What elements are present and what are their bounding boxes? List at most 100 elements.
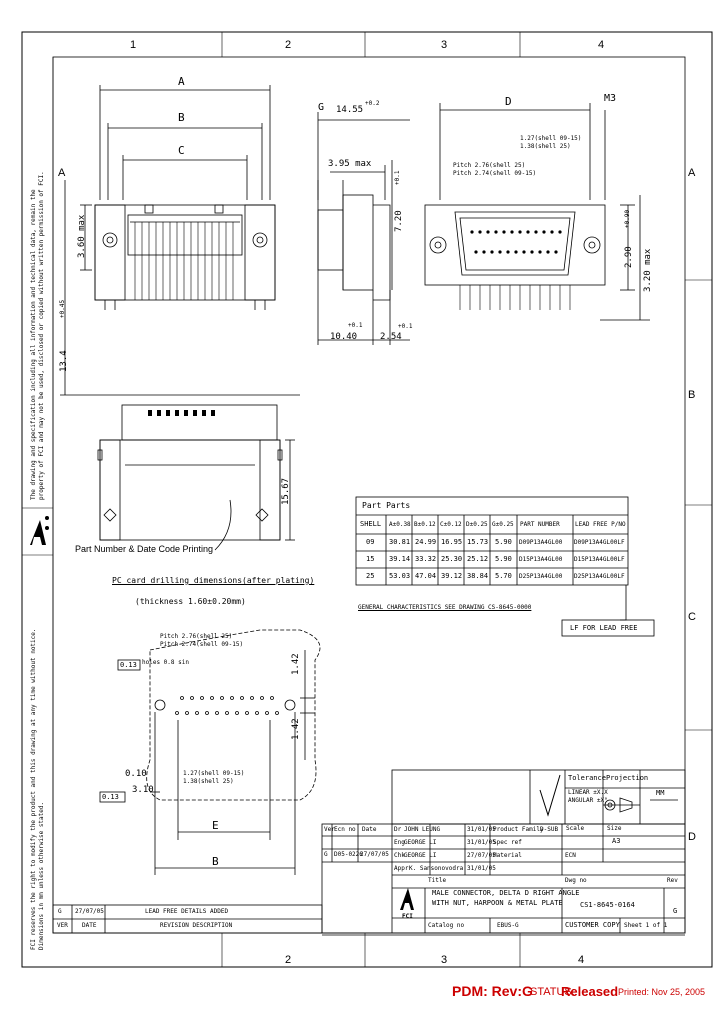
- pitch-label-3b: Pitch 2.74(shell 09-15): [160, 641, 244, 648]
- tb-drawn-label: Dr: [394, 826, 402, 833]
- pt-r3-c4: 38.84: [467, 572, 489, 580]
- tb-rev-label: Rev: [667, 877, 678, 884]
- pt-r1-c6: D09P13A4GL00: [519, 539, 563, 546]
- dim-a: A: [178, 75, 185, 88]
- tb-material-label: Material: [493, 852, 522, 859]
- tb-title-label: Title: [428, 877, 447, 884]
- dim-13-4: 13.4: [59, 350, 69, 372]
- tb-sheet-of: Sheet 1 of 1: [624, 922, 668, 929]
- top-view: [97, 404, 295, 551]
- printing-label: Part Number & Date Code Printing: [75, 544, 214, 554]
- pt-r3-c5: 5.70: [495, 572, 512, 580]
- pdm-revision: PDM: Rev:G: [452, 983, 533, 999]
- rev-header-ver: VER: [57, 922, 68, 929]
- pc-thickness: (thickness 1.60±0.20mm): [135, 597, 246, 606]
- pt-r2-c6: D15P13A4GL00: [519, 556, 563, 563]
- part-table-title: Part Parts: [362, 501, 411, 510]
- grid-col-3-bottom: 3: [441, 954, 448, 966]
- pt-r1-c2: 24.99: [415, 538, 437, 546]
- dim-b-pcb: B: [212, 855, 219, 868]
- dim-m3: M3: [604, 93, 617, 104]
- tb-tolerance-label: Tolerance: [568, 774, 606, 782]
- dim-2-54: 2.54: [380, 332, 402, 342]
- tb-eng-date: 31/01/05: [467, 839, 496, 846]
- pt-r3-c2: 47.04: [415, 572, 437, 580]
- rev-row-ver: G: [58, 908, 62, 915]
- tb-rev-a-ecn: D05-0226: [334, 851, 363, 858]
- part-table-frame: [355, 496, 655, 637]
- pt-r2-c2: 33.32: [415, 555, 437, 563]
- tb-product-family: D-SUB: [540, 826, 559, 833]
- rev-header-date: DATE: [82, 922, 97, 929]
- dim-e: E: [212, 819, 219, 832]
- grid-row-b: B: [688, 389, 696, 401]
- dim-3-95: 3.95 max: [328, 159, 372, 169]
- general-characteristics: GENERAL CHARACTERISTICS SEE DRAWING CS-8…: [358, 604, 532, 611]
- dim-2-90-tol: +0.90: [624, 209, 631, 228]
- dim-3-10: 3.10: [132, 785, 154, 795]
- tb-eng-label: Eng: [394, 839, 405, 846]
- tb-catalog-no: EBUS-G: [497, 922, 519, 929]
- pt-r2-c4: 25.12: [467, 555, 489, 563]
- pt-r2-c7: D15P13A4GL00LF: [574, 556, 625, 563]
- pt-r3-c1: 53.03: [389, 572, 411, 580]
- pt-r2-c5: 5.90: [495, 555, 512, 563]
- tb-title-line1: MALE CONNECTOR, DELTA D RIGHT ANGLE: [432, 889, 580, 897]
- tb-product-family-label: Product Family: [493, 826, 544, 833]
- tb-dwg-no: CS1-8645-0164: [580, 901, 635, 909]
- tb-spec-label: Spec ref: [493, 839, 522, 846]
- tb-ecn-col: Ecn no: [334, 826, 356, 833]
- dim-2-54-tol: +0.1: [398, 323, 413, 330]
- pt-r3-c6: D25P13A4GL00: [519, 573, 563, 580]
- tol-0-13-bottom: 0.13: [102, 793, 119, 801]
- dim-10-40: 10.40: [330, 332, 358, 342]
- pt-header-g: G±0.25: [492, 521, 514, 528]
- outer-frame: [21, 31, 713, 968]
- tb-appr-name: K. Sansonovodra: [409, 865, 464, 872]
- title-block-frame: [52, 769, 686, 936]
- pt-header-b: B±0.12: [414, 521, 436, 528]
- pitch-label-2: Pitch 2.76(shell 25): [453, 162, 526, 169]
- tb-catalog-label: Catalog no: [428, 922, 465, 929]
- tb-drawn-date: 31/01/05: [467, 826, 496, 833]
- dim-1-42-a: 1.42: [291, 653, 301, 675]
- pt-r1-c4: 15.73: [467, 538, 489, 546]
- pitch-label-3: Pitch 2.76(shell 25): [160, 633, 233, 640]
- pt-r2-c0: 15: [366, 555, 375, 563]
- grid-row-a-left: A: [58, 167, 66, 179]
- tb-date-col: Date: [362, 826, 377, 833]
- pt-r1-c1: 30.81: [389, 538, 411, 546]
- dim-3-60-max: 3.60 max: [77, 214, 87, 258]
- dim-1-42-b: 1.42: [291, 718, 301, 740]
- pt-header-partno: PART NUMBER: [520, 521, 560, 528]
- dim-2-90: 2.90: [624, 246, 634, 268]
- pitch-label-4: 1.27(shell 09-15): [183, 770, 245, 777]
- rev-header-desc: REVISION DESCRIPTION: [160, 922, 233, 929]
- tb-unit: MM: [656, 789, 665, 797]
- grid-col-2-bottom: 2: [285, 954, 292, 966]
- tb-ver-col: Ver: [324, 826, 335, 833]
- tb-tolerance-l2: ANGULAR ±X°: [568, 797, 608, 804]
- dim-3-20-max: 3.20 max: [643, 248, 653, 292]
- lf-note: LF FOR LEAD FREE: [570, 624, 638, 632]
- status-label: STATUS:: [530, 986, 575, 998]
- tb-rev-no: G: [673, 907, 678, 915]
- tb-tolerance-l1: LINEAR ±X.X: [568, 789, 608, 796]
- pitch-label-1b: 1.38(shell 25): [520, 143, 571, 150]
- connector-face-view: [424, 103, 650, 321]
- grid-col-4-bottom: 4: [578, 954, 585, 966]
- tb-size: A3: [612, 837, 621, 845]
- grid-row-d: D: [688, 831, 696, 843]
- dim-13-4-tol: +0.45: [59, 299, 66, 318]
- pc-drilling-title: PC card drilling dimensions(after platin…: [112, 576, 315, 585]
- grid-col-4-top: 4: [598, 39, 605, 51]
- tb-scale-label: Scale: [566, 825, 585, 832]
- grid-col-1-top: 1: [130, 39, 137, 51]
- tb-size-label: Size: [607, 825, 622, 832]
- dim-14-55: 14.55: [336, 105, 364, 115]
- grid-col-2-top: 2: [285, 39, 292, 51]
- tb-appr-label: Appr: [394, 865, 409, 872]
- tol-0-13-top: 0.13: [120, 661, 137, 669]
- left-margin-text-top: The drawing and specification including …: [30, 171, 45, 500]
